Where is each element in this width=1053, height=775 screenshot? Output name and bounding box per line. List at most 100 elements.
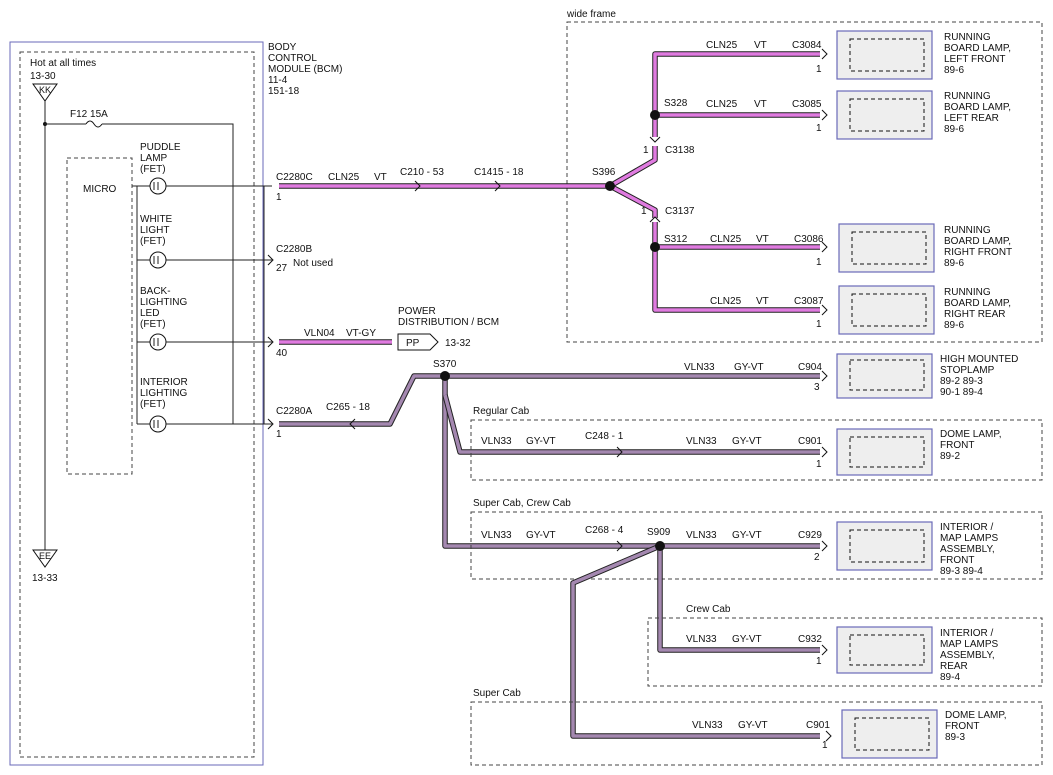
splice-s909-label: S909 [647,527,671,538]
svg-text:RIGHT FRONT: RIGHT FRONT [944,247,1012,258]
connector-c210: C210 - 53 [400,167,444,178]
svg-text:C3086: C3086 [794,234,824,245]
lamp-running-board-right-front: C3086 1 RUNNING BOARD LAMP, RIGHT FRONT … [794,223,1012,273]
svg-text:89-3: 89-3 [945,732,965,743]
power-distribution-label: POWER DISTRIBUTION / BCM [398,306,499,328]
ee-ref: 13-33 [32,573,58,584]
hot-label: Hot at all times [30,58,96,69]
wide-frame-region [566,21,1043,343]
wire-s909-super-fill [571,544,820,738]
svg-text:1: 1 [822,740,828,751]
connector-c268: C268 - 4 [585,525,624,536]
wire-cln25-label: CLN25 [710,234,742,245]
connector-c2280b: C2280B [276,244,312,255]
svg-text:89-6: 89-6 [944,320,964,331]
wire-left-run [652,51,820,137]
svg-text:RUNNING: RUNNING [944,91,991,102]
svg-text:EE: EE [39,551,51,561]
svg-text:1: 1 [816,64,822,75]
svg-text:RUNNING: RUNNING [944,225,991,236]
wire-vt-label: VT [756,234,769,245]
svg-text:BACK-: BACK- [140,286,171,297]
splice-s909 [655,541,665,551]
svg-text:89-6: 89-6 [944,258,964,269]
connector-c3137: C3137 [665,206,695,217]
svg-text:MAP LAMPS: MAP LAMPS [940,533,998,544]
c248-chevron-icon [616,446,623,458]
bcm-outer-frame [9,41,264,766]
lamp-dome-front-super: C901 1 DOME LAMP, FRONT 89-3 [806,709,1007,759]
svg-text:C901: C901 [798,436,822,447]
svg-text:C929: C929 [798,530,822,541]
connector-c2280b-pin: 27 [276,263,288,274]
connector-c3137-pin: 1 [641,206,647,217]
splice-s328 [650,110,660,120]
svg-text:MODULE (BCM): MODULE (BCM) [268,64,342,75]
svg-text:90-1 89-4: 90-1 89-4 [940,387,983,398]
fet-white-light: WHITE LIGHT (FET) [137,214,272,269]
svg-text:1: 1 [816,656,822,667]
wire-cln25-label: CLN25 [710,296,742,307]
wire-regular-cab-fill [443,394,820,454]
svg-text:C3084: C3084 [792,40,822,51]
svg-text:POWER: POWER [398,306,436,317]
super-crew-cab-label: Super Cab, Crew Cab [473,498,571,509]
connector-c1415: C1415 - 18 [474,167,524,178]
lamp-running-board-left-front: C3084 1 RUNNING BOARD LAMP, LEFT FRONT 8… [792,30,1011,80]
svg-text:1: 1 [816,459,822,470]
regular-cab-region [470,419,1043,481]
svg-text:DOME LAMP,: DOME LAMP, [945,710,1007,721]
svg-text:BOARD LAMP,: BOARD LAMP, [944,236,1011,247]
wire-vt-label: VT [754,40,767,51]
wire-vln33-label: VLN33 [481,530,512,541]
c3137-chevron-icon [649,216,661,223]
svg-text:FRONT: FRONT [940,555,974,566]
super-crew-cab-region [470,511,1043,580]
wire-vln33-label: VLN33 [686,530,717,541]
lamp-running-board-right-rear: C3087 1 RUNNING BOARD LAMP, RIGHT REAR 8… [794,285,1011,335]
svg-text:BOARD LAMP,: BOARD LAMP, [944,43,1011,54]
crew-cab-region [647,617,1043,687]
wire-s370-trunk [442,376,660,549]
svg-text:CONTROL: CONTROL [268,53,317,64]
pp-terminal: PP [397,333,439,351]
svg-text:2: 2 [814,552,820,563]
svg-text:LIGHT: LIGHT [140,225,169,236]
splice-s396 [605,181,615,191]
c265-chevron-icon [349,418,356,430]
svg-text:RUNNING: RUNNING [944,32,991,43]
ee-triangle: EE [32,549,58,568]
wire-s909-crew-fill [658,546,820,652]
connector-c3138-pin: 1 [643,145,649,156]
wire-gyvt-label: GY-VT [738,720,768,731]
svg-text:(FET): (FET) [140,319,166,330]
svg-text:BOARD LAMP,: BOARD LAMP, [944,298,1011,309]
svg-text:FRONT: FRONT [945,721,979,732]
svg-text:LAMP: LAMP [140,153,168,164]
splice-s328-label: S328 [664,98,688,109]
svg-text:WHITE: WHITE [140,214,173,225]
not-used-label: Not used [293,258,333,269]
svg-text:11-4: 11-4 [268,75,288,86]
svg-text:RUNNING: RUNNING [944,287,991,298]
wire-s370-trunk-fill [443,376,660,548]
svg-text:(FET): (FET) [140,164,166,175]
c2280a-chevron-icon [267,418,274,430]
micro-box [66,157,133,475]
svg-text:(FET): (FET) [140,399,166,410]
wire-gyvt-label: GY-VT [732,530,762,541]
power-distribution-ref: 13-32 [445,338,471,349]
wire-gyvt-label: GY-VT [732,634,762,645]
svg-text:89-6: 89-6 [944,124,964,135]
wire-vln33-label: VLN33 [692,720,723,731]
wire-cln25-label: CLN25 [706,99,738,110]
regular-cab-label: Regular Cab [473,406,530,417]
svg-text:3: 3 [814,382,820,393]
svg-text:LIGHTING: LIGHTING [140,297,187,308]
wire-s396-upper-fill [609,146,657,188]
svg-text:C3085: C3085 [792,99,822,110]
wire-s396-lower-fill [609,184,657,218]
super-cab-label: Super Cab [473,688,521,699]
c3138-chevron-icon [649,136,661,143]
lamp-dome-front-regular: C901 1 DOME LAMP, FRONT 89-2 [798,428,1002,476]
